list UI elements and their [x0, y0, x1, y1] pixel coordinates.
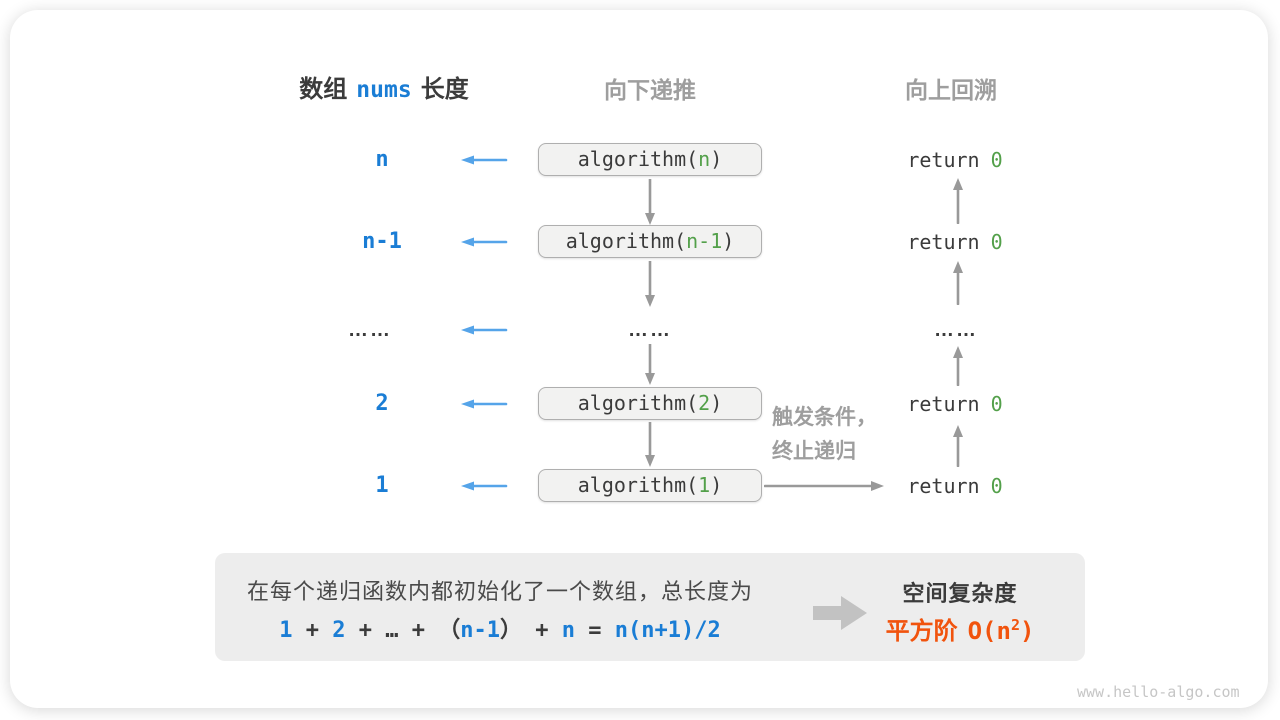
backtrack-dots: …… [934, 319, 978, 341]
header-recurse-down: 向下递推 [604, 77, 696, 103]
backtrack-up-arrow-4 [953, 425, 963, 467]
complexity-title: 空间复杂度 [902, 581, 1018, 606]
big-o-notation: O(n2) [967, 616, 1035, 645]
base-case-note: 触发条件， 终止递归 [772, 401, 877, 469]
backtrack-up-arrow-2 [953, 261, 963, 305]
summary-panel: 在每个递归函数内都初始化了一个数组，总长度为 1 + 2 + … + （n-1）… [215, 553, 1085, 661]
header-backtrack-up: 向上回溯 [905, 77, 997, 103]
backtrack-up-arrow-3 [953, 346, 963, 386]
return-value: 0 [990, 474, 1003, 498]
header-array-post: 长度 [420, 76, 469, 103]
algorithm-box-n1: algorithm(n-1) [538, 225, 762, 258]
box-arg-1: 1 [698, 473, 711, 497]
complexity-order: 平方阶 [885, 618, 958, 645]
recurse-down-arrow-4 [645, 422, 655, 467]
length-label-dots: …… [348, 319, 392, 341]
length-label-n: n [375, 147, 389, 172]
blue-left-arrow-row5 [461, 481, 508, 491]
return-value: 0 [990, 392, 1003, 416]
figure-card: 数组 nums 长度 向下递推 向上回溯 n n-1 …… 2 1 algorith… [10, 10, 1268, 708]
base-case-arrow [764, 481, 884, 491]
algorithm-box-n: algorithm(n) [538, 143, 762, 176]
header-nums-code: nums [356, 77, 412, 103]
algorithm-box-1: algorithm(1) [538, 469, 762, 502]
recurse-down-arrow-1 [645, 179, 655, 225]
base-case-note-line2: 终止递归 [772, 440, 856, 463]
summary-text: 在每个递归函数内都初始化了一个数组，总长度为 [246, 579, 754, 604]
backtrack-up-arrow-1 [953, 178, 963, 224]
header-array-length: 数组 nums 长度 [299, 69, 468, 104]
blue-left-arrow-row4 [461, 399, 508, 409]
base-case-note-line1: 触发条件， [772, 406, 877, 429]
summary-formula: 1 + 2 + … + （n-1） + n = n(n+1)/2 [279, 618, 721, 643]
algorithm-box-2: algorithm(2) [538, 387, 762, 420]
length-label-n1: n-1 [362, 229, 402, 254]
header-array-pre: 数组 [299, 76, 348, 103]
length-label-1: 1 [375, 473, 389, 498]
blue-left-arrow-row1 [461, 155, 508, 165]
box-arg-n1: n-1 [686, 229, 723, 253]
recurse-down-arrow-2 [645, 261, 655, 307]
box-arg-2: 2 [698, 391, 711, 415]
return-value: 0 [990, 148, 1003, 172]
recurse-down-arrow-3 [645, 344, 655, 385]
implies-block-arrow [813, 596, 867, 630]
length-label-2: 2 [375, 391, 389, 416]
complexity-value: 平方阶 O(n2) [886, 611, 1035, 646]
blue-left-arrow-row2 [461, 237, 508, 247]
box-arg-n: n [698, 147, 711, 171]
blue-left-arrow-row3 [461, 325, 508, 335]
recurse-dots: …… [628, 319, 672, 341]
return-value: 0 [990, 230, 1003, 254]
watermark: www.hello-algo.com [1077, 683, 1240, 701]
